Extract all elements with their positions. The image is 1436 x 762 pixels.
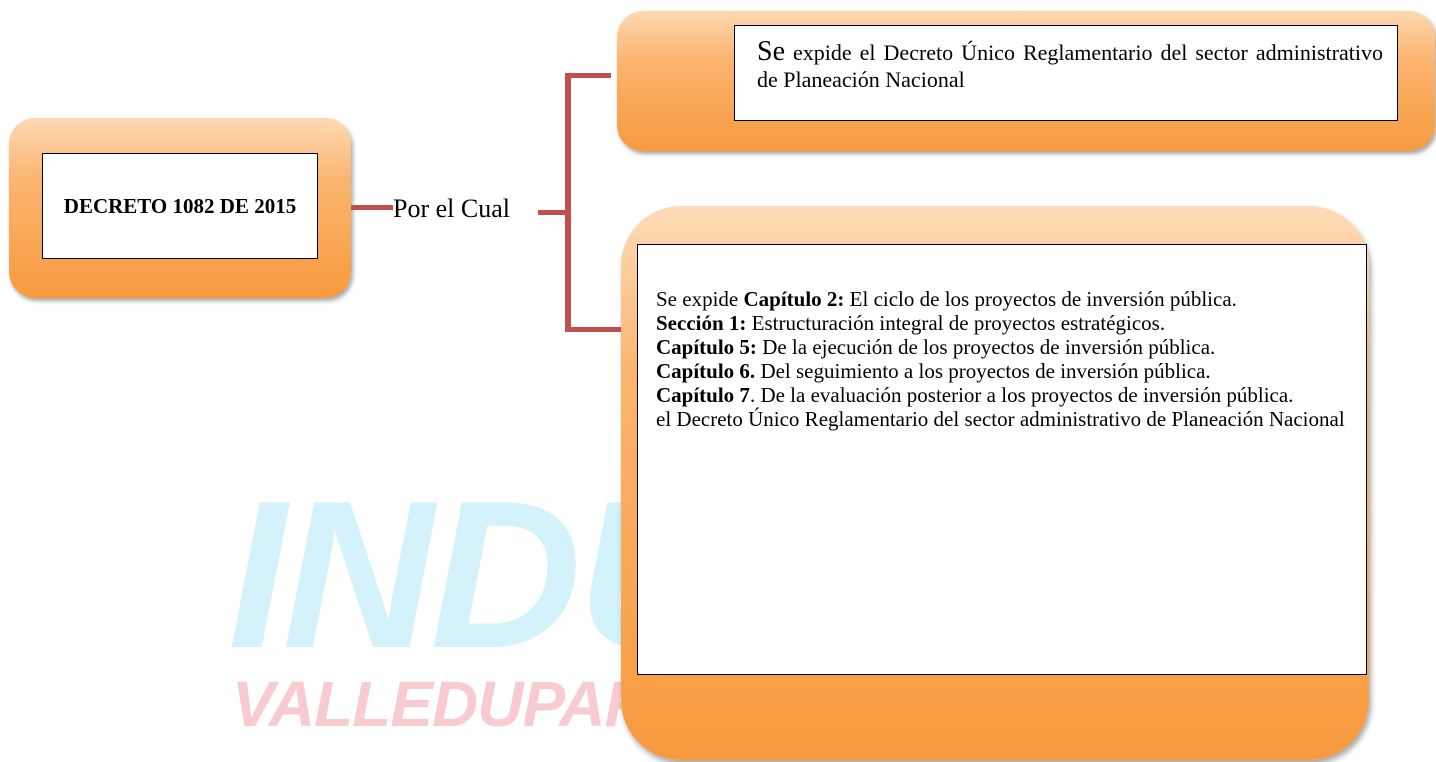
- branch-2-text-box: Se expide Capítulo 2: El ciclo de los pr…: [637, 244, 1367, 675]
- branch-1-text-box: Se expide el Decreto Único Reglamentario…: [734, 25, 1398, 121]
- branch-2-line: Capítulo 5: De la ejecución de los proye…: [656, 335, 1366, 359]
- branch-2-line-text: . De la evaluación posterior a los proye…: [749, 383, 1294, 407]
- branch-1-first-word: Se: [757, 36, 785, 67]
- branch-2-line-heading: Capítulo 6.: [656, 359, 756, 383]
- branch-2-line: Capítulo 6. Del seguimiento a los proyec…: [656, 359, 1366, 383]
- branch-2-line: Capítulo 7. De la evaluación posterior a…: [656, 383, 1366, 407]
- branch-2-line-text: Del seguimiento a los proyectos de inver…: [755, 359, 1211, 383]
- branch-2-line-text: Estructuración integral de proyectos est…: [746, 311, 1166, 335]
- connector-label: Por el Cual: [393, 194, 510, 223]
- connector-trunk: [565, 74, 571, 332]
- branch-2-line: Se expide Capítulo 2: El ciclo de los pr…: [656, 287, 1366, 311]
- branch-2-line-heading: Capítulo 2:: [743, 287, 845, 311]
- branch-2-line: Sección 1: Estructuración integral de pr…: [656, 311, 1366, 335]
- branch-2-line-heading: Capítulo 5:: [656, 335, 757, 359]
- watermark-logo-subtext: VALLEDUPAR: [232, 668, 651, 740]
- connector-label-to-trunk: [538, 210, 568, 215]
- branch-2-line-text: el Decreto Único Reglamentario del secto…: [656, 407, 1345, 431]
- connector-branch-bottom: [565, 327, 629, 332]
- connector-branch-top: [565, 73, 611, 78]
- root-node-title-box: DECRETO 1082 DE 2015: [42, 153, 318, 259]
- branch-2-text: Se expide Capítulo 2: El ciclo de los pr…: [638, 245, 1366, 431]
- branch-1-text: expide el Decreto Único Reglamentario de…: [757, 40, 1383, 92]
- branch-2-line-heading: Sección 1:: [656, 311, 747, 335]
- root-node-title: DECRETO 1082 DE 2015: [63, 194, 297, 218]
- connector-root-to-label: [351, 205, 393, 210]
- branch-2-line-text: De la ejecución de los proyectos de inve…: [756, 335, 1216, 359]
- branch-2-line: el Decreto Único Reglamentario del secto…: [656, 407, 1366, 431]
- branch-2-line-prefix: Se expide: [656, 287, 744, 311]
- branch-2-line-heading: Capítulo 7: [656, 383, 750, 407]
- branch-2-line-text: El ciclo de los proyectos de inversión p…: [844, 287, 1237, 311]
